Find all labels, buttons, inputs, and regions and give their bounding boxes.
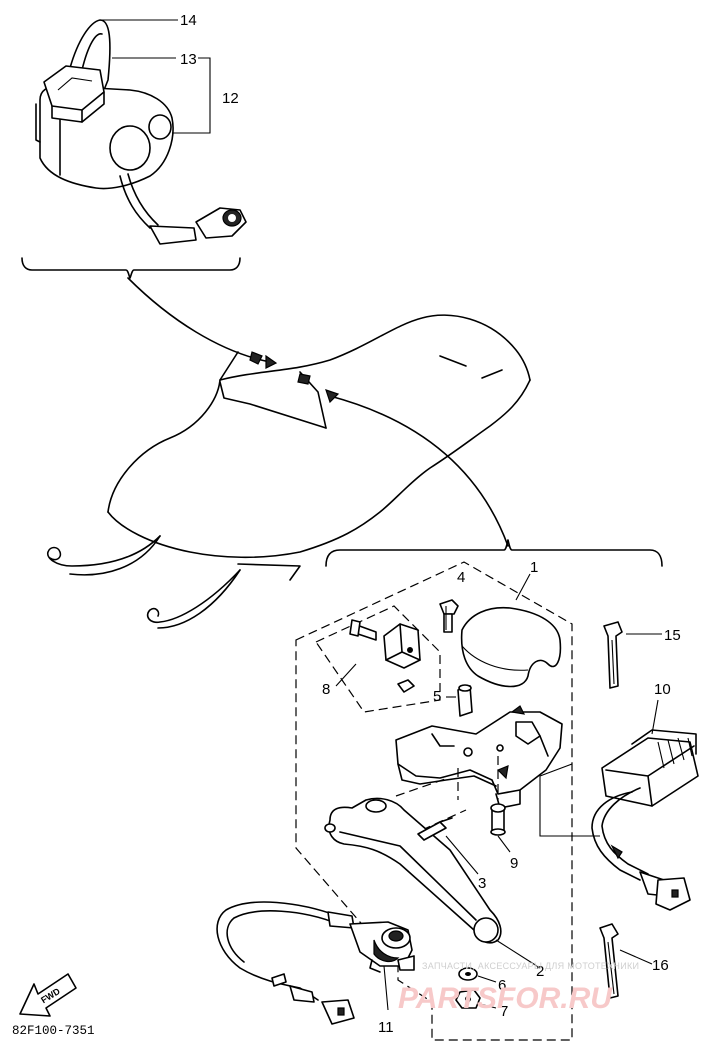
callout-6: 6 <box>498 977 506 994</box>
callout-2: 2 <box>536 963 544 980</box>
callout-12: 12 <box>222 90 239 107</box>
throttle-assembly-group: 1 8 4 5 <box>295 559 573 1041</box>
callout-8: 8 <box>322 681 330 698</box>
callout-11: 11 <box>378 1019 394 1036</box>
callout-16: 16 <box>652 957 669 974</box>
cable-tie-16: 16 <box>599 923 669 999</box>
callout-13: 13 <box>180 51 197 68</box>
assembly-leader-line <box>329 395 509 547</box>
watermark-tagline: ЗАПЧАСТИ, АКСЕССУАРЫ ДЛЯ МОТОТЕХНИКИ <box>422 961 639 971</box>
watermark-brand: PARTSFOR.RU <box>398 982 613 1015</box>
callout-7: 7 <box>500 1003 508 1020</box>
callout-5: 5 <box>433 688 441 705</box>
cable-tie-15: 15 <box>603 621 681 689</box>
throttle-sensor: 11 <box>216 901 415 1036</box>
switch-assembly-inset: 14 13 12 <box>21 12 247 279</box>
fwd-arrow-icon: FWD <box>19 973 77 1017</box>
callout-3: 3 <box>478 875 486 892</box>
inset-leader-line <box>127 277 271 363</box>
callout-10: 10 <box>654 681 671 698</box>
snowmobile-outline <box>47 314 531 629</box>
diagram-code: 82F100-7351 <box>12 1024 95 1038</box>
callout-14: 14 <box>180 12 197 29</box>
control-module: 10 <box>539 681 699 911</box>
callout-1: 1 <box>530 559 538 576</box>
callout-9: 9 <box>510 855 518 872</box>
callout-15: 15 <box>664 627 681 644</box>
callout-4: 4 <box>457 569 465 586</box>
assembly-bracket <box>325 539 663 567</box>
